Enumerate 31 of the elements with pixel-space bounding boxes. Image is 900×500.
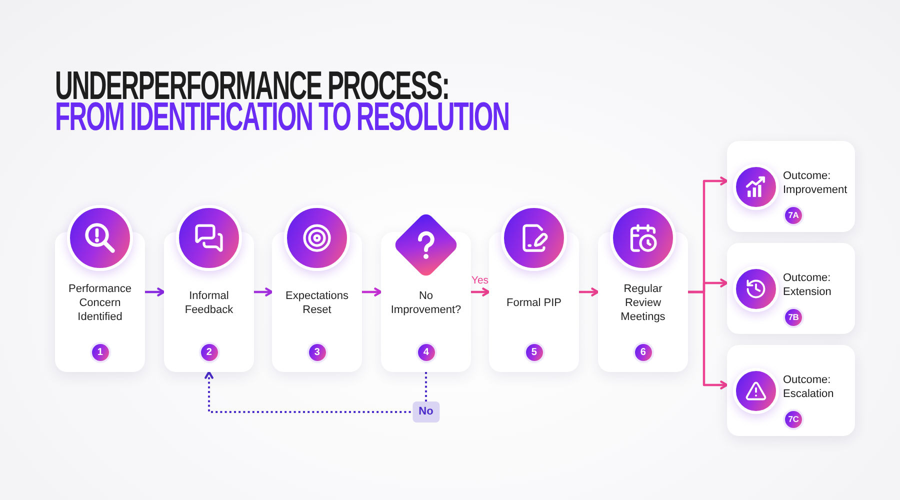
step-label: No Improvement? (390, 289, 462, 317)
arrow (145, 288, 166, 296)
step-label: Regular Review Meetings (620, 282, 666, 324)
arrow (204, 370, 427, 413)
arrow (362, 288, 382, 296)
outcome-label: Outcome: Escalation (783, 373, 835, 401)
outcome-card (727, 345, 855, 436)
outcome-card (727, 243, 855, 334)
step-number: 7A (785, 207, 802, 224)
outcome-label: Outcome: Extension (783, 271, 832, 299)
step-number: 7B (785, 309, 802, 326)
step-label: Informal Feedback (184, 289, 234, 317)
step-number: 4 (418, 344, 434, 361)
step-number: 5 (526, 344, 542, 361)
arrow (579, 288, 600, 296)
step-label: Performance Concern Identified (68, 282, 132, 324)
outcome-label: Outcome: Improvement (783, 169, 848, 197)
arrow (471, 288, 490, 296)
step-number: 3 (308, 344, 326, 361)
step-label: Expectations Reset (284, 289, 350, 317)
step-number: 7C (785, 411, 802, 428)
step-number: 6 (634, 344, 652, 361)
step-number: 2 (200, 344, 218, 361)
step-number: 1 (92, 344, 108, 361)
edge-label: Yes (471, 274, 489, 288)
outcome-card (727, 141, 855, 232)
arrow (254, 288, 274, 296)
step-label: Formal PIP (506, 296, 562, 310)
edge-label: No (412, 402, 440, 422)
title: UNDERPERFORMANCE PROCESS: FROM IDENTIFICATION TO RESOLUTION (55, 71, 510, 133)
arrow (688, 290, 728, 390)
